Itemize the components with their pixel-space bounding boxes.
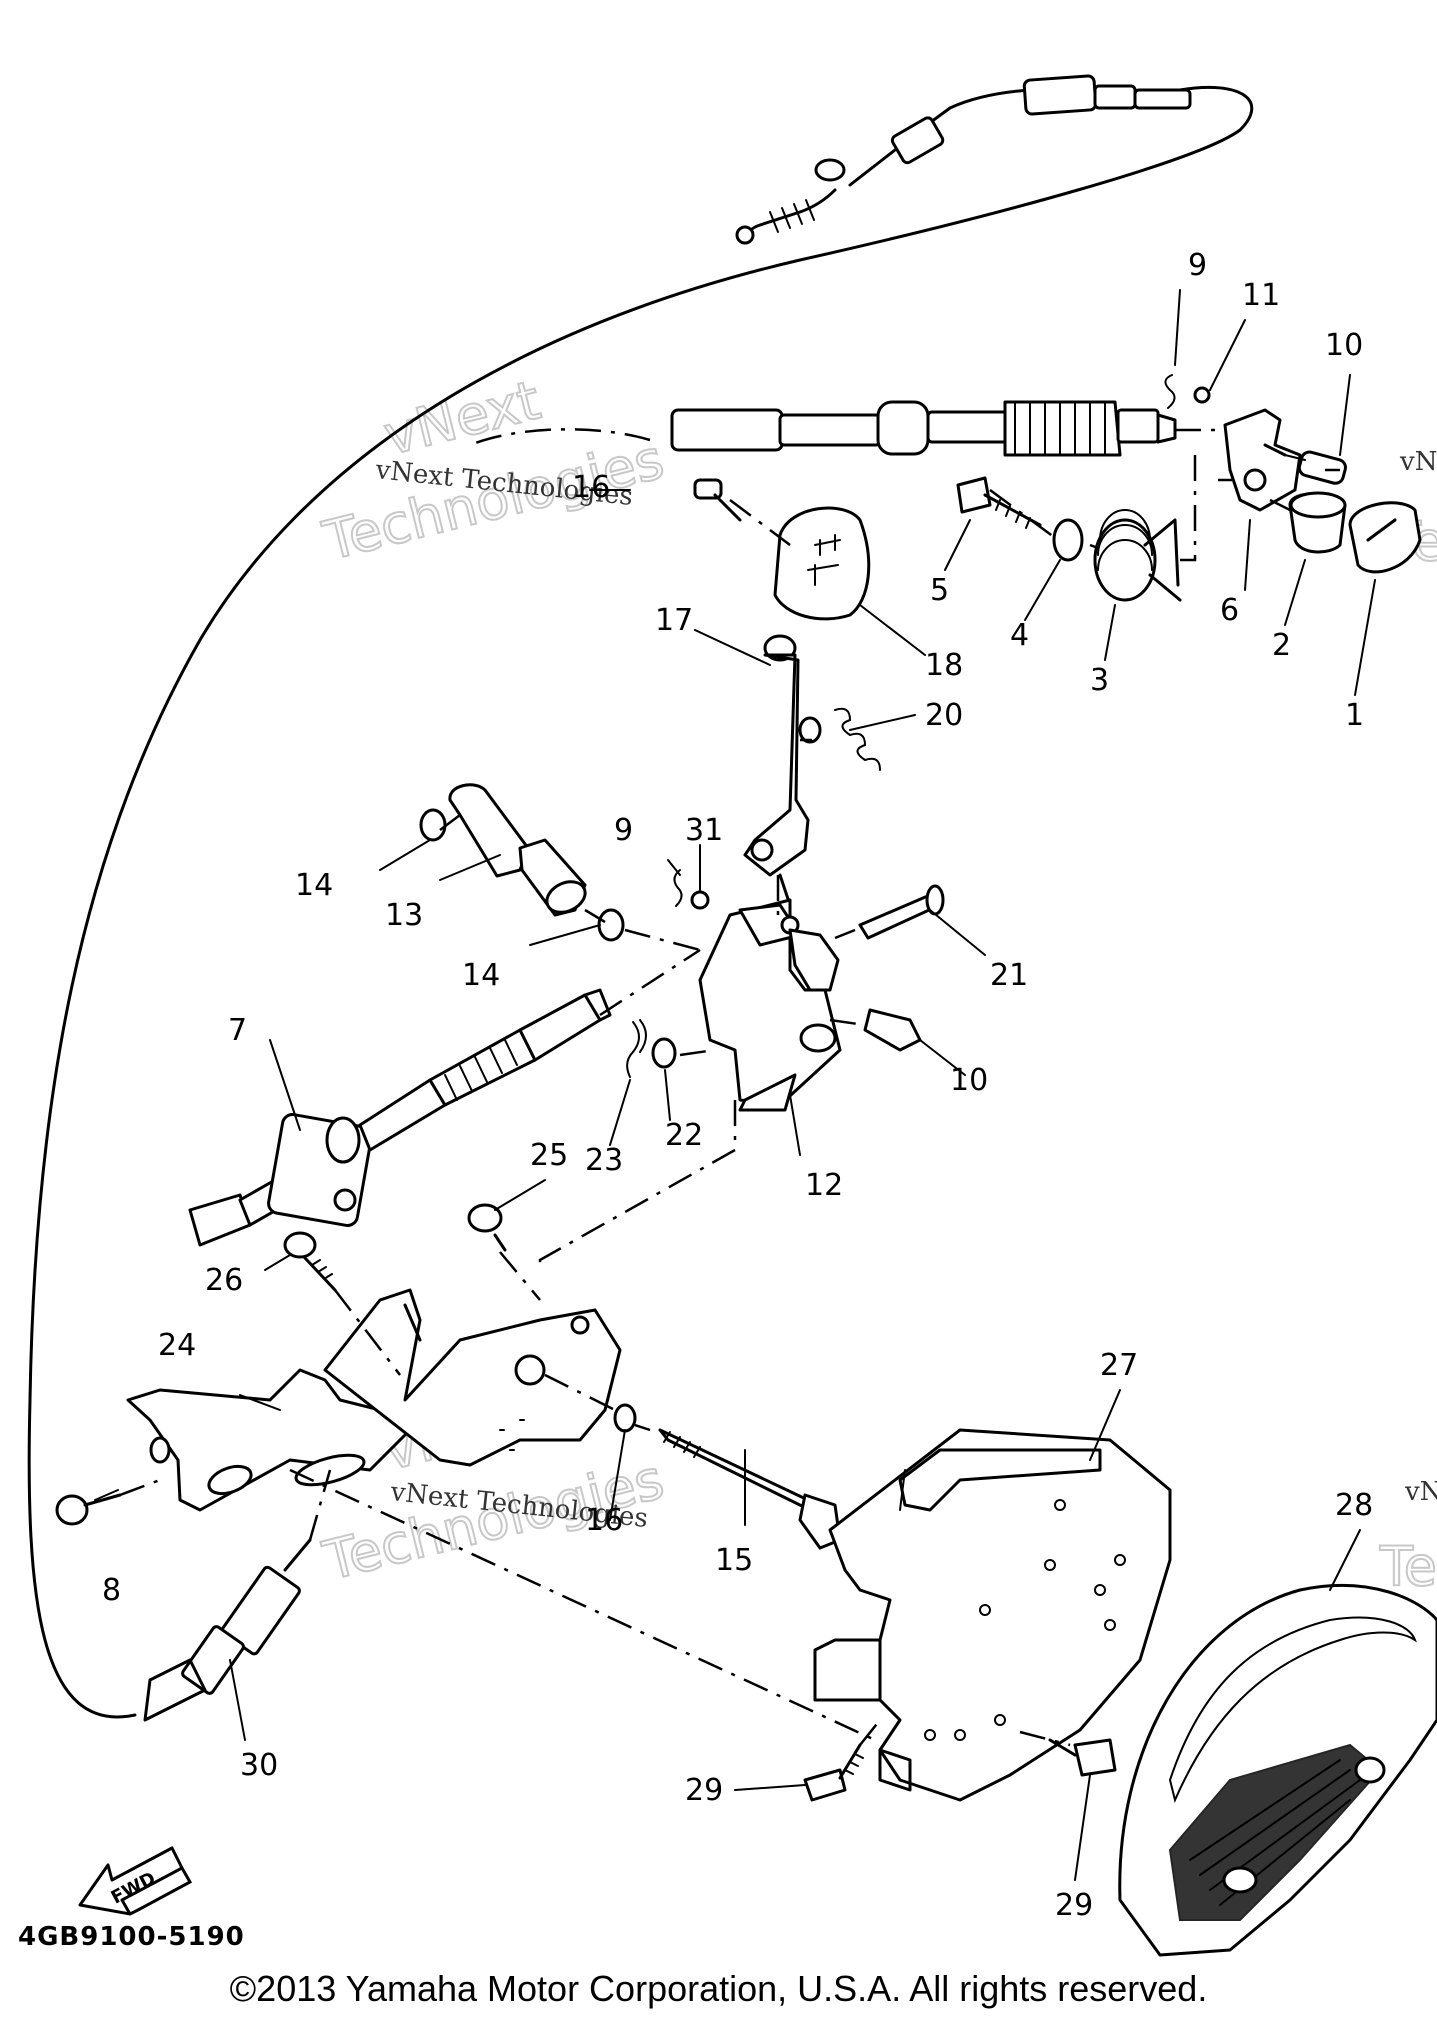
watermark-brand-top: vNext	[378, 368, 546, 467]
cable-30-bottom-end	[143, 1538, 312, 1722]
callout-4: 4	[1010, 618, 1029, 653]
screw-29-a	[803, 1743, 864, 1802]
callout-16-lower: 16	[585, 1503, 623, 1538]
callout-7: 7	[228, 1013, 247, 1048]
o-ring-14-b	[597, 908, 625, 942]
bolt-15	[658, 1428, 842, 1550]
callout-12: 12	[805, 1168, 843, 1203]
bolt-25	[467, 1203, 507, 1252]
clip-9-mid	[673, 869, 683, 907]
callout-1: 1	[1345, 698, 1364, 733]
callout-27: 27	[1100, 1348, 1138, 1383]
spring-20	[798, 707, 881, 771]
callout-3: 3	[1090, 663, 1109, 698]
spring-3	[1093, 509, 1182, 602]
clip-9-top	[1164, 374, 1176, 409]
callout-11: 11	[1242, 278, 1280, 313]
callout-6: 6	[1220, 593, 1239, 628]
o-ring-14-a	[419, 808, 447, 842]
washer-4	[1052, 518, 1084, 562]
washer-31	[690, 890, 710, 910]
knob-18	[773, 506, 871, 621]
leader-lines	[94, 289, 1376, 1881]
callout-8: 8	[102, 1573, 121, 1608]
callout-2: 2	[1272, 628, 1291, 663]
cap-1	[1348, 501, 1422, 574]
guard-28	[1118, 1583, 1437, 1957]
screw-29-b	[1048, 1738, 1117, 1777]
callout-13: 13	[385, 898, 423, 933]
bolt-5	[956, 476, 1042, 529]
alignment-lines	[119, 428, 1340, 1747]
callout-labels: 1 2 3 4 5 6 7 8 9 9 10 10 11 12 13 14 14…	[102, 248, 1373, 1923]
washer-16	[613, 1403, 637, 1433]
callout-22: 22	[665, 1118, 703, 1153]
fwd-arrow-icon: FWD	[78, 1846, 193, 1916]
screw-19	[693, 478, 742, 522]
callout-28: 28	[1335, 1488, 1373, 1523]
callout-29-b: 29	[1055, 1888, 1093, 1923]
callout-15: 15	[715, 1543, 753, 1578]
watermark-edge-1: vN	[1399, 447, 1437, 477]
roller-13	[448, 783, 587, 917]
bolt-8	[55, 1493, 122, 1526]
callout-23: 23	[585, 1143, 623, 1178]
callout-30: 30	[240, 1748, 278, 1783]
callout-26: 26	[205, 1263, 243, 1298]
cable-30-loop	[27, 85, 1254, 1719]
callout-20: 20	[925, 698, 963, 733]
cover-27	[813, 1428, 1172, 1802]
shift-lever-17	[743, 634, 810, 907]
callout-18: 18	[925, 648, 963, 683]
callout-17: 17	[655, 603, 693, 638]
callout-10-mid: 10	[950, 1063, 988, 1098]
bracket-12	[698, 898, 842, 1112]
callout-31: 31	[685, 813, 723, 848]
collar-2	[1288, 491, 1347, 554]
bracket-24	[126, 1288, 622, 1512]
washer-11	[1193, 386, 1211, 404]
callout-16-top: 16	[572, 470, 610, 505]
callout-21: 21	[990, 958, 1028, 993]
bolt-26	[283, 1231, 337, 1292]
lower-cable-7	[188, 988, 612, 1247]
callout-14-b: 14	[462, 958, 500, 993]
callout-5: 5	[930, 573, 949, 608]
watermark-edge-4: Te	[1379, 1535, 1437, 1598]
callout-9-mid: 9	[614, 813, 633, 848]
watermark-edge-3: vN	[1404, 1477, 1437, 1507]
cable-top-end	[735, 74, 1192, 245]
bolt-10-mid	[863, 1008, 922, 1052]
callout-29-a: 29	[685, 1773, 723, 1808]
callout-10-top: 10	[1325, 328, 1363, 363]
bolt-10-top	[1284, 450, 1347, 485]
pin-21	[858, 884, 945, 940]
callout-25: 25	[530, 1138, 568, 1173]
cotter-pin-23	[626, 1019, 647, 1078]
copyright-notice: ©2013 Yamaha Motor Corporation, U.S.A. A…	[229, 1968, 1208, 2009]
upper-cable	[670, 400, 1177, 457]
diagram-code: 4GB9100-5190	[18, 1922, 245, 1952]
callout-9-top: 9	[1188, 248, 1207, 283]
washer-22	[651, 1037, 677, 1069]
lever-6	[1223, 408, 1302, 512]
callout-24: 24	[158, 1328, 196, 1363]
callout-14-a: 14	[295, 868, 333, 903]
